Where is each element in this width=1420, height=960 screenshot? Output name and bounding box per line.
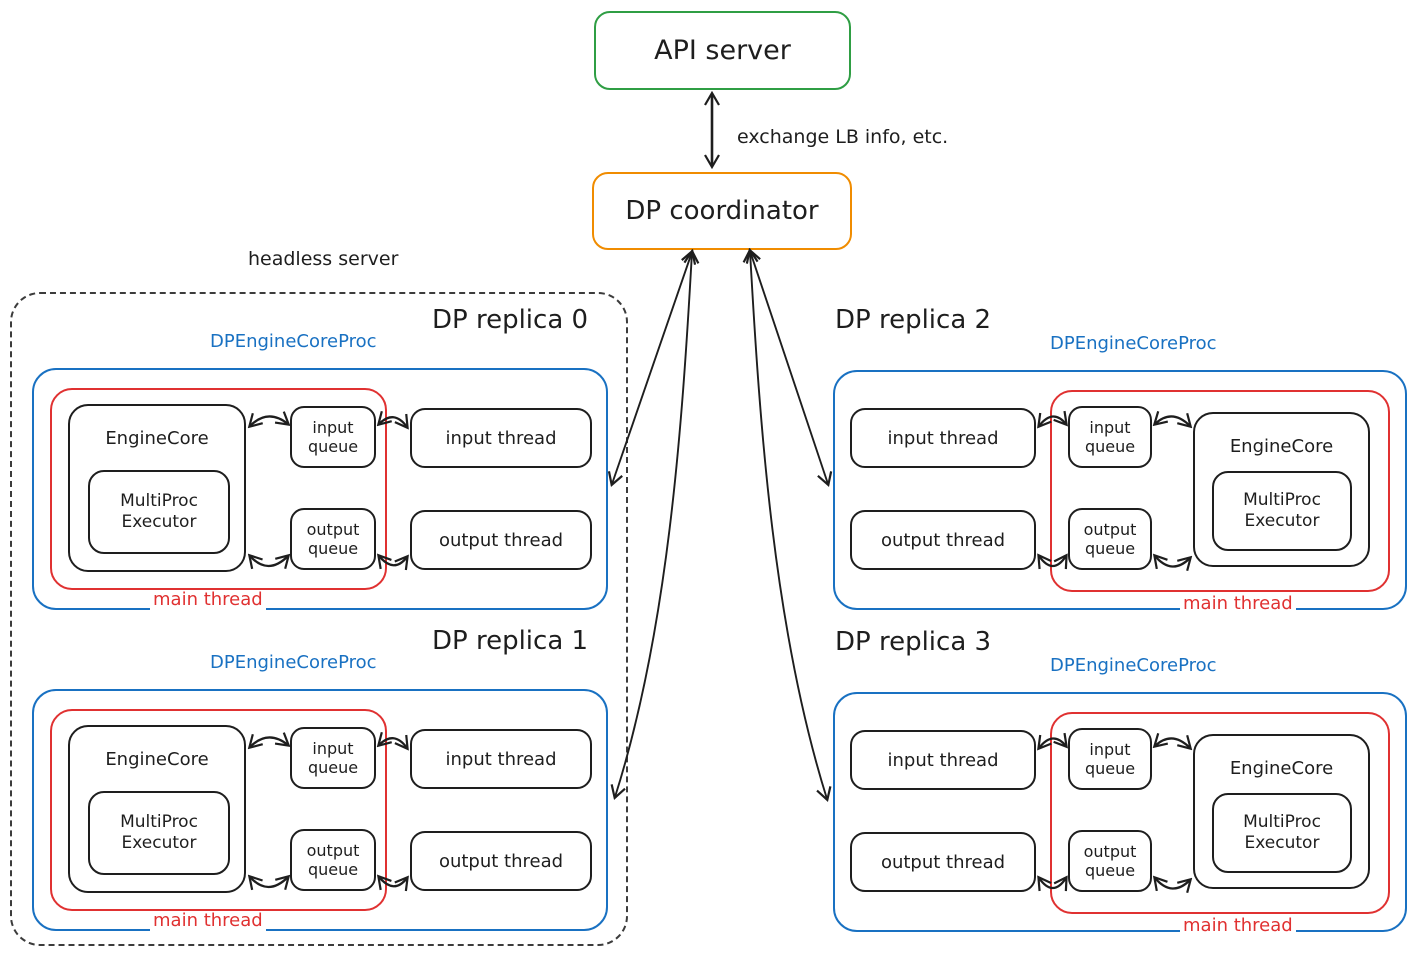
replica-1-main-thread-box (50, 709, 387, 911)
input-thread-label: input thread (887, 427, 999, 449)
replica-0-dpenginecoreproc-label: DPEngineCoreProc (210, 331, 377, 352)
replica-3-dpenginecoreproc-label: DPEngineCoreProc (1050, 655, 1217, 676)
multiproc-executor-label: MultiProc Executor (1243, 489, 1321, 531)
engine-core-label: EngineCore (105, 428, 209, 449)
api-server-label: API server (654, 35, 791, 66)
replica-2-title: DP replica 2 (835, 305, 992, 335)
replica-3-input-queue-node: input queue (1068, 728, 1152, 790)
output-queue-label: output queue (1083, 519, 1137, 558)
output-queue-label: output queue (306, 519, 360, 558)
replica-3-output-thread-node: output thread (850, 832, 1036, 892)
replica-2-multiproc-executor-node: MultiProc Executor (1212, 471, 1352, 551)
coordinator-replica-3-arrow (750, 251, 827, 799)
multiproc-executor-label: MultiProc Executor (1243, 811, 1321, 853)
replica-1-output-thread-node: output thread (410, 831, 592, 891)
replica-0-input-queue-node: input queue (290, 406, 376, 468)
output-thread-label: output thread (880, 529, 1006, 551)
replica-1-main-thread-label: main thread (150, 911, 266, 931)
replica-0-engine-core-node: EngineCore MultiProc Executor (68, 404, 246, 572)
replica-3-main-thread-label: main thread (1180, 916, 1296, 936)
replica-0-title: DP replica 0 (432, 305, 589, 335)
api-server-node: API server (594, 11, 851, 90)
input-thread-label: input thread (445, 748, 557, 770)
input-queue-label: input queue (1084, 417, 1136, 456)
input-queue-label: input queue (307, 738, 359, 777)
output-queue-label: output queue (306, 840, 360, 879)
replica-0-main-thread-label: main thread (150, 590, 266, 610)
replica-1-input-queue-node: input queue (290, 727, 376, 789)
replica-0-main-thread-box (50, 388, 387, 590)
headless-server-label: headless server (248, 248, 399, 270)
multiproc-executor-label: MultiProc Executor (120, 811, 198, 853)
coordinator-replica-2-arrow (750, 251, 828, 484)
input-queue-label: input queue (1084, 739, 1136, 778)
replica-3-multiproc-executor-node: MultiProc Executor (1212, 793, 1352, 873)
replica-2-main-thread-label: main thread (1180, 594, 1296, 614)
replica-0-output-queue-node: output queue (290, 508, 376, 570)
output-queue-label: output queue (1083, 841, 1137, 880)
replica-2-input-queue-node: input queue (1068, 406, 1152, 468)
replica-0-input-thread-node: input thread (410, 408, 592, 468)
replica-0-output-thread-node: output thread (410, 510, 592, 570)
replica-1-dpenginecoreproc-label: DPEngineCoreProc (210, 652, 377, 673)
replica-0-dpenginecoreproc-box (32, 368, 608, 610)
replica-2-output-thread-node: output thread (850, 510, 1036, 570)
replica-1-dpenginecoreproc-box (32, 689, 608, 931)
replica-0-multiproc-executor-node: MultiProc Executor (88, 470, 230, 554)
input-thread-label: input thread (887, 749, 999, 771)
output-thread-label: output thread (438, 850, 564, 872)
replica-2-dpenginecoreproc-label: DPEngineCoreProc (1050, 333, 1217, 354)
engine-core-label: EngineCore (1229, 758, 1334, 779)
replica-2-dpenginecoreproc-box (833, 370, 1407, 610)
replica-2-engine-core-node: EngineCore MultiProc Executor (1193, 412, 1370, 567)
replica-1-title: DP replica 1 (432, 626, 589, 656)
engine-core-label: EngineCore (1229, 436, 1334, 457)
dp-coordinator-node: DP coordinator (592, 172, 852, 250)
replica-1-engine-core-node: EngineCore MultiProc Executor (68, 725, 246, 893)
replica-2-input-thread-node: input thread (850, 408, 1036, 468)
multiproc-executor-label: MultiProc Executor (120, 490, 198, 532)
replica-3-output-queue-node: output queue (1068, 830, 1152, 892)
replica-3-dpenginecoreproc-box (833, 692, 1407, 932)
replica-3-engine-core-node: EngineCore MultiProc Executor (1193, 734, 1370, 889)
replica-3-input-thread-node: input thread (850, 730, 1036, 790)
replica-2-main-thread-box (1050, 390, 1390, 592)
replica-1-multiproc-executor-node: MultiProc Executor (88, 791, 230, 875)
replica-1-input-thread-node: input thread (410, 729, 592, 789)
exchange-info-label: exchange LB info, etc. (737, 126, 949, 148)
input-thread-label: input thread (445, 427, 557, 449)
replica-2-output-queue-node: output queue (1068, 508, 1152, 570)
replica-3-main-thread-box (1050, 712, 1390, 914)
dp-coordinator-label: DP coordinator (625, 196, 819, 226)
output-thread-label: output thread (438, 529, 564, 551)
output-thread-label: output thread (880, 851, 1006, 873)
replica-1-output-queue-node: output queue (290, 829, 376, 891)
input-queue-label: input queue (307, 417, 359, 456)
replica-3-title: DP replica 3 (835, 627, 992, 657)
engine-core-label: EngineCore (105, 749, 209, 770)
